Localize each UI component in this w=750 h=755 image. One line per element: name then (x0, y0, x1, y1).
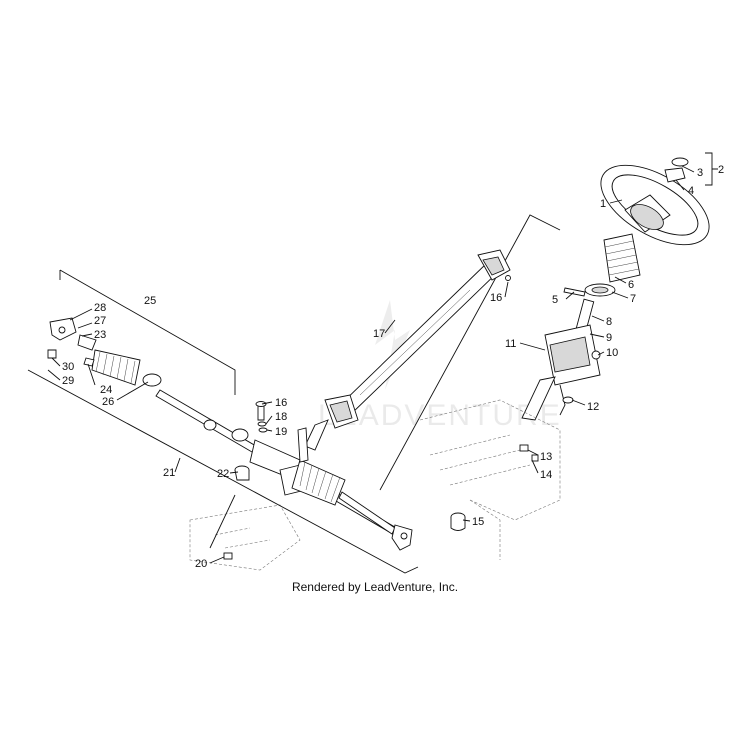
callout-16-upper: 16 (490, 292, 502, 304)
callout-5: 5 (552, 294, 558, 306)
render-credit: Rendered by LeadVenture, Inc. (291, 580, 459, 594)
steering-column (521, 298, 601, 421)
callout-7: 7 (630, 293, 636, 305)
steering-wheel (600, 164, 710, 246)
callout-6: 6 (628, 279, 634, 291)
callout-22: 22 (217, 468, 229, 480)
callout-24: 24 (100, 384, 112, 396)
tie-rod-left (47, 317, 162, 387)
bolt-5 (563, 287, 586, 297)
callout-21: 21 (163, 467, 175, 479)
column-frame (419, 399, 561, 560)
callout-14: 14 (540, 469, 552, 481)
callout-20: 20 (195, 558, 207, 570)
callout-25: 25 (144, 295, 156, 307)
callout-18: 18 (275, 411, 287, 423)
callout-30: 30 (62, 361, 74, 373)
column-group-line (379, 214, 561, 491)
callout-12: 12 (587, 401, 599, 413)
callout-16-lower: 16 (275, 397, 287, 409)
callout-4: 4 (688, 185, 694, 197)
horn-button (664, 157, 689, 183)
rack-and-pinion (155, 389, 413, 551)
callout-26: 26 (102, 396, 114, 408)
column-boot (584, 233, 641, 297)
callout-labels: 1 2 3 4 5 6 7 8 9 10 11 12 13 14 15 16 1… (62, 164, 724, 570)
rack-mount-frame (189, 504, 301, 571)
intermediate-shaft (304, 249, 511, 451)
callout-19: 19 (275, 426, 287, 438)
callout-2: 2 (718, 164, 724, 176)
callout-17: 17 (373, 328, 385, 340)
callout-13: 13 (540, 451, 552, 463)
callout-28: 28 (94, 302, 106, 314)
rack-group-line (27, 369, 419, 574)
bushing-15 (450, 512, 466, 531)
leader-lines (47, 165, 695, 564)
callout-29: 29 (62, 375, 74, 387)
callout-15: 15 (472, 516, 484, 528)
callout-10: 10 (606, 347, 618, 359)
callout-11: 11 (505, 338, 516, 350)
callout-9: 9 (606, 332, 612, 344)
tie-rod-group-line (59, 269, 236, 395)
callout-3: 3 (697, 167, 703, 179)
callout-8: 8 (606, 316, 612, 328)
horn-group-bracket (705, 152, 718, 186)
callout-27: 27 (94, 315, 106, 327)
pinch-bolt (255, 401, 268, 433)
callout-23: 23 (94, 329, 106, 341)
callout-1: 1 (600, 198, 606, 210)
